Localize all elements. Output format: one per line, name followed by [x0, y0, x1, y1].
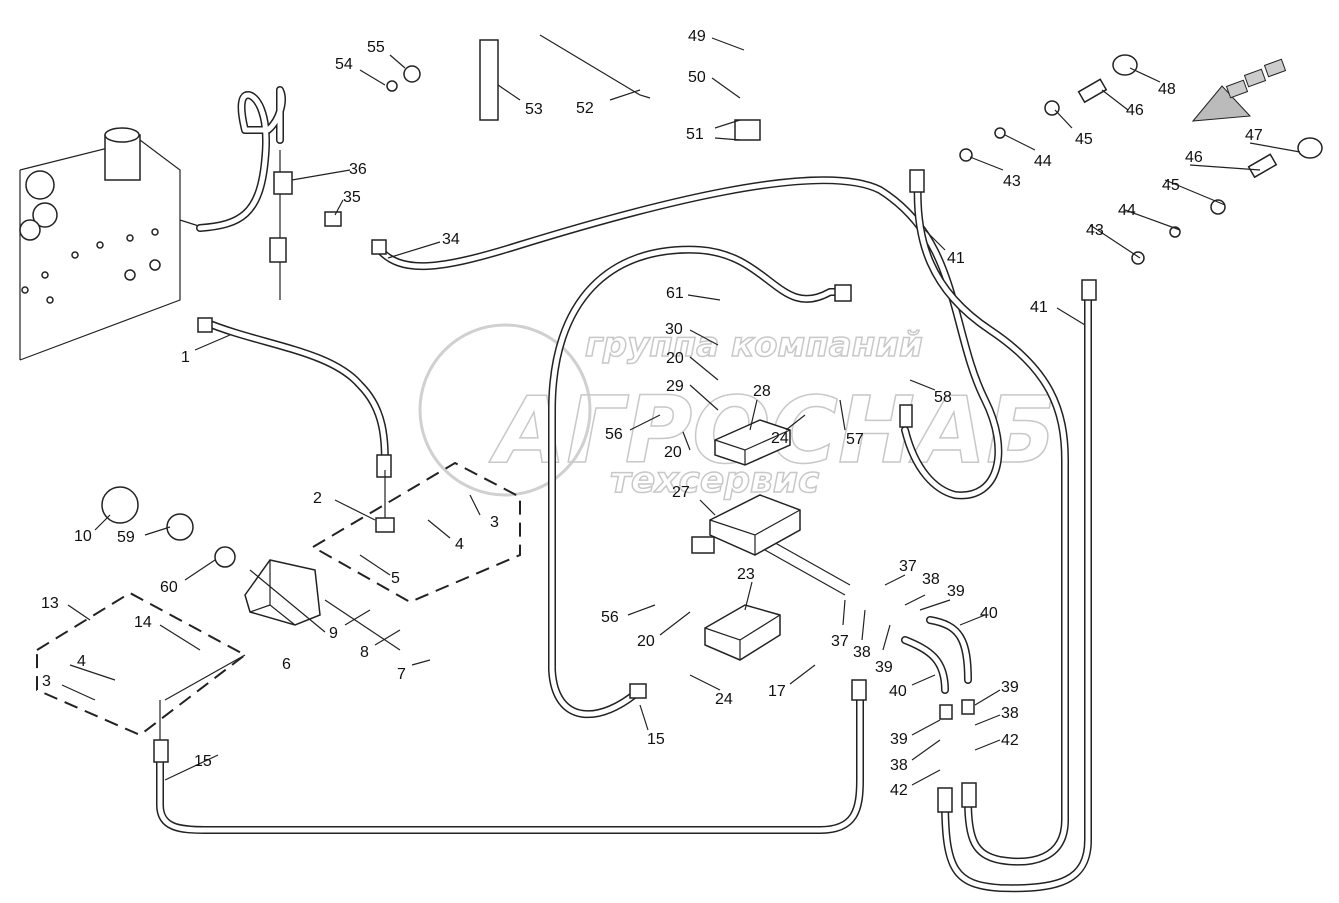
callout-9: 45: [1075, 131, 1093, 148]
callout-67: 42: [890, 782, 908, 799]
callout-47: 40: [980, 605, 998, 622]
valve-block-28: [714, 419, 791, 466]
callout-41: 13: [41, 595, 59, 612]
callout-25: 29: [666, 378, 684, 395]
callout-62: 39: [1001, 679, 1019, 696]
callout-29: 20: [664, 444, 682, 461]
callout-57: 4: [77, 653, 86, 670]
callout-33: 2: [313, 490, 322, 507]
callout-19: 34: [442, 231, 460, 248]
callout-6: 51: [686, 126, 704, 143]
callout-37: 27: [672, 484, 690, 501]
callout-16: 43: [1086, 222, 1104, 239]
callout-17: 36: [349, 161, 367, 178]
callout-54: 8: [360, 644, 369, 661]
callout-11: 43: [1003, 173, 1021, 190]
callout-28: 56: [605, 426, 623, 443]
callout-31: 24: [771, 430, 789, 447]
callout-3: 52: [576, 100, 594, 117]
callout-14: 45: [1162, 177, 1180, 194]
valve-block-27: [691, 494, 801, 556]
callout-69: 15: [647, 731, 665, 748]
callout-59: 24: [715, 691, 733, 708]
callout-53: 9: [329, 625, 338, 642]
group-outline-13: [36, 591, 247, 737]
callout-44: 37: [899, 558, 917, 575]
callout-13: 46: [1185, 149, 1203, 166]
callout-45: 38: [922, 571, 940, 588]
callout-66: 38: [890, 757, 908, 774]
callout-42: 14: [134, 614, 152, 631]
callout-40: 60: [160, 579, 178, 596]
watermark-logo: группа компаний АГРОСНАБ техсервис: [418, 323, 1057, 502]
callout-20: 41: [947, 250, 965, 267]
callout-68: 15: [194, 753, 212, 770]
callout-18: 35: [343, 189, 361, 206]
callout-65: 39: [890, 731, 908, 748]
callout-52: 39: [875, 659, 893, 676]
callout-32: 1: [181, 349, 190, 366]
callout-5: 50: [688, 69, 706, 86]
callout-43: 23: [737, 566, 755, 583]
callout-60: 17: [768, 683, 786, 700]
callout-48: 56: [601, 609, 619, 626]
callout-23: 30: [665, 321, 683, 338]
callout-63: 38: [1001, 705, 1019, 722]
callout-58: 3: [42, 673, 51, 690]
callout-55: 7: [397, 666, 406, 683]
callout-15: 44: [1118, 202, 1136, 219]
callout-22: 61: [666, 285, 684, 302]
callout-35: 4: [455, 536, 464, 553]
callout-12: 47: [1245, 127, 1263, 144]
callout-27: 58: [934, 389, 952, 406]
callout-24: 20: [666, 350, 684, 367]
watermark-line3: техсервис: [610, 460, 819, 501]
valve-block-23: [704, 604, 781, 661]
callout-56: 6: [282, 656, 291, 673]
direction-arrow-icon: [1191, 58, 1287, 122]
pump-6: [101, 486, 321, 626]
watermark-line1: группа компаний: [585, 325, 923, 365]
callout-50: 37: [831, 633, 849, 650]
callout-10: 44: [1034, 153, 1052, 170]
callout-21: 41: [1030, 299, 1048, 316]
callout-0: 55: [367, 39, 385, 56]
callout-4: 49: [688, 28, 706, 45]
callout-46: 39: [947, 583, 965, 600]
callout-49: 20: [637, 633, 655, 650]
callout-2: 53: [525, 101, 543, 118]
callout-26: 28: [753, 383, 771, 400]
callout-39: 59: [117, 529, 135, 546]
callout-7: 48: [1158, 81, 1176, 98]
callout-51: 38: [853, 644, 871, 661]
callout-1: 54: [335, 56, 353, 73]
callout-8: 46: [1126, 102, 1144, 119]
group-outline-2: [311, 461, 521, 604]
callout-61: 40: [889, 683, 907, 700]
callout-30: 57: [846, 431, 864, 448]
tank-body: [19, 127, 206, 361]
callout-38: 10: [74, 528, 92, 545]
callout-64: 42: [1001, 732, 1019, 749]
callout-34: 3: [490, 514, 499, 531]
callout-36: 5: [391, 570, 400, 587]
